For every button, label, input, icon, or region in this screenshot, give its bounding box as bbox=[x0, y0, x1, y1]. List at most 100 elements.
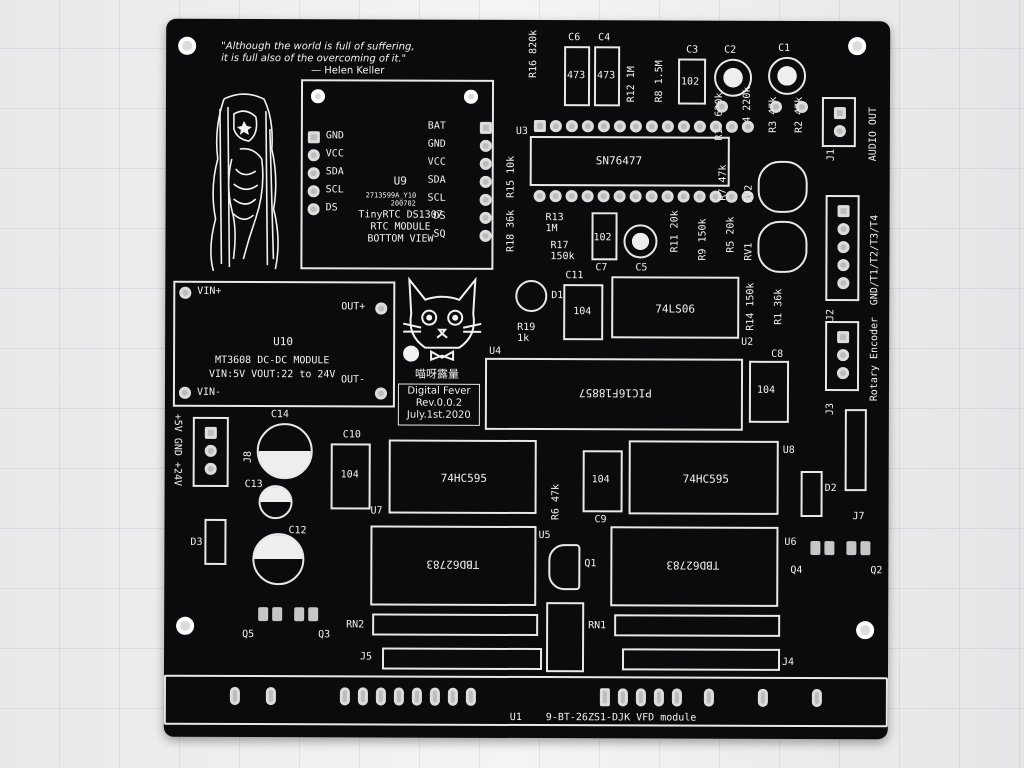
board-name: Digital Fever bbox=[407, 385, 471, 397]
j8-ref: J8 bbox=[242, 450, 254, 464]
rn2-ref: RN2 bbox=[346, 619, 365, 631]
q2-label: Q2 bbox=[870, 565, 883, 577]
c7-ref: C7 bbox=[595, 262, 608, 274]
rtc-part-top: 2713599A_Y10 bbox=[365, 191, 417, 200]
u5-name: TBD62783 bbox=[426, 557, 480, 571]
rtc-pin-vcc: VCC bbox=[325, 148, 344, 160]
vfd-pads-center bbox=[339, 687, 476, 706]
c13-ref: C13 bbox=[244, 479, 263, 491]
j8-pad bbox=[204, 426, 217, 439]
rtc-pin-gnd-r: GND bbox=[427, 138, 446, 150]
c9-value: 104 bbox=[591, 474, 610, 486]
c14-ref: C14 bbox=[270, 409, 289, 421]
j2-pad bbox=[837, 259, 850, 272]
rv2-potentiometer bbox=[757, 160, 808, 213]
dcdc-vin-minus-pad bbox=[178, 386, 191, 399]
d1-label: D1 bbox=[551, 290, 564, 302]
logo-text: 喵呀露量 bbox=[414, 367, 460, 381]
q4-label: Q4 bbox=[790, 564, 803, 576]
u3-pins-top bbox=[533, 120, 754, 133]
rtc-mount-hole bbox=[310, 89, 326, 104]
c6-value: 473 bbox=[567, 70, 586, 82]
c8-value: 104 bbox=[756, 384, 776, 396]
mounting-hole bbox=[848, 37, 867, 56]
resistor-pad bbox=[715, 100, 728, 113]
j2-pad bbox=[837, 205, 850, 218]
u8-name: 74HC595 bbox=[682, 472, 730, 486]
u2-name: 74LS06 bbox=[655, 302, 696, 316]
j3-ref: J3 bbox=[824, 402, 836, 416]
r15-label: R15 10k bbox=[505, 155, 517, 198]
c14-capacitor bbox=[256, 423, 313, 480]
d3-diode bbox=[204, 518, 227, 565]
c9-ref: C9 bbox=[594, 514, 607, 526]
vfd-pads-far-right bbox=[703, 688, 822, 708]
q3-pad bbox=[308, 607, 319, 622]
q4-pad bbox=[824, 541, 835, 556]
rtc-pin-vcc-r: VCC bbox=[427, 156, 446, 168]
u4-name: PIC16F18857 bbox=[578, 386, 652, 400]
j7-connector bbox=[844, 409, 867, 492]
c3-value: 102 bbox=[681, 76, 700, 88]
j1-pad bbox=[833, 107, 846, 120]
quote-line-1: "Although the world is full of suffering… bbox=[221, 40, 415, 53]
q3-transistor bbox=[294, 607, 305, 622]
r14-label: R14 150k bbox=[745, 282, 757, 331]
q2-transistor bbox=[846, 541, 857, 556]
board-revision: Rev.0.0.2 bbox=[415, 397, 463, 409]
c5-capacitor bbox=[623, 224, 658, 259]
u5-ref: U5 bbox=[538, 530, 551, 542]
r1-label: R1 36k bbox=[773, 288, 785, 325]
c12-capacitor bbox=[252, 533, 305, 586]
dcdc-line-1: MT3608 DC-DC MODULE bbox=[215, 354, 330, 367]
u7-ref: U7 bbox=[370, 505, 383, 517]
board-date: July.1st.2020 bbox=[406, 409, 471, 421]
rtc-name: TinyRTC DS1307 RTC MODULE BOTTOM VIEW bbox=[345, 209, 455, 245]
c6-ref: C6 bbox=[568, 32, 581, 44]
rtc-mount-hole bbox=[463, 89, 479, 104]
mounting-hole bbox=[856, 621, 875, 640]
resistor-pad bbox=[795, 100, 808, 113]
vfd-pads bbox=[229, 686, 276, 706]
j2-ref: J2 bbox=[825, 308, 837, 322]
j5-ref: J5 bbox=[360, 651, 373, 663]
rtc-name-3: BOTTOM VIEW bbox=[367, 233, 434, 245]
c8-ref: C8 bbox=[771, 348, 784, 360]
r11-label: R11 20k bbox=[669, 210, 681, 253]
u6-ref: U6 bbox=[784, 536, 797, 548]
u3-name: SN76477 bbox=[595, 154, 643, 168]
r12-label: R12 1M bbox=[625, 66, 638, 103]
mounting-hole bbox=[178, 36, 197, 55]
rtc-pin-sda: SDA bbox=[325, 166, 344, 178]
j8-pad bbox=[204, 444, 217, 457]
dcdc-vin-minus-label: VIN- bbox=[196, 386, 222, 398]
mermaid-artwork bbox=[210, 93, 279, 272]
rv1-potentiometer bbox=[757, 220, 808, 273]
j3-pad bbox=[837, 367, 850, 380]
j7-ref: J7 bbox=[852, 511, 865, 523]
q5-label: Q5 bbox=[242, 629, 255, 641]
c2-ref: C2 bbox=[724, 44, 737, 56]
c13-capacitor bbox=[258, 485, 293, 520]
j2-label: GND/T1/T2/T3/T4 bbox=[869, 214, 881, 306]
rtc-name-1: TinyRTC DS1307 bbox=[358, 209, 443, 221]
j1-ref: J1 bbox=[825, 148, 837, 162]
d3-label: D3 bbox=[190, 536, 203, 548]
d2-diode bbox=[800, 470, 823, 518]
board-info: Digital Fever Rev.0.0.2 July.1st.2020 bbox=[401, 386, 477, 422]
j2-pad bbox=[837, 223, 850, 236]
c10-ref: C10 bbox=[342, 429, 361, 441]
rtc-pin-gnd: GND bbox=[325, 130, 344, 142]
rv1-label: RV1 bbox=[743, 242, 755, 261]
dcdc-vin-plus-pad bbox=[179, 286, 192, 299]
q2-pad bbox=[860, 541, 871, 556]
rtc-ref: U9 bbox=[393, 174, 407, 188]
cat-logo bbox=[402, 276, 482, 362]
c1-ref: C1 bbox=[778, 42, 791, 54]
j8-label: +5V GND +24V bbox=[171, 413, 183, 487]
u7-name: 74HC595 bbox=[440, 471, 488, 485]
j4-header bbox=[621, 648, 781, 671]
